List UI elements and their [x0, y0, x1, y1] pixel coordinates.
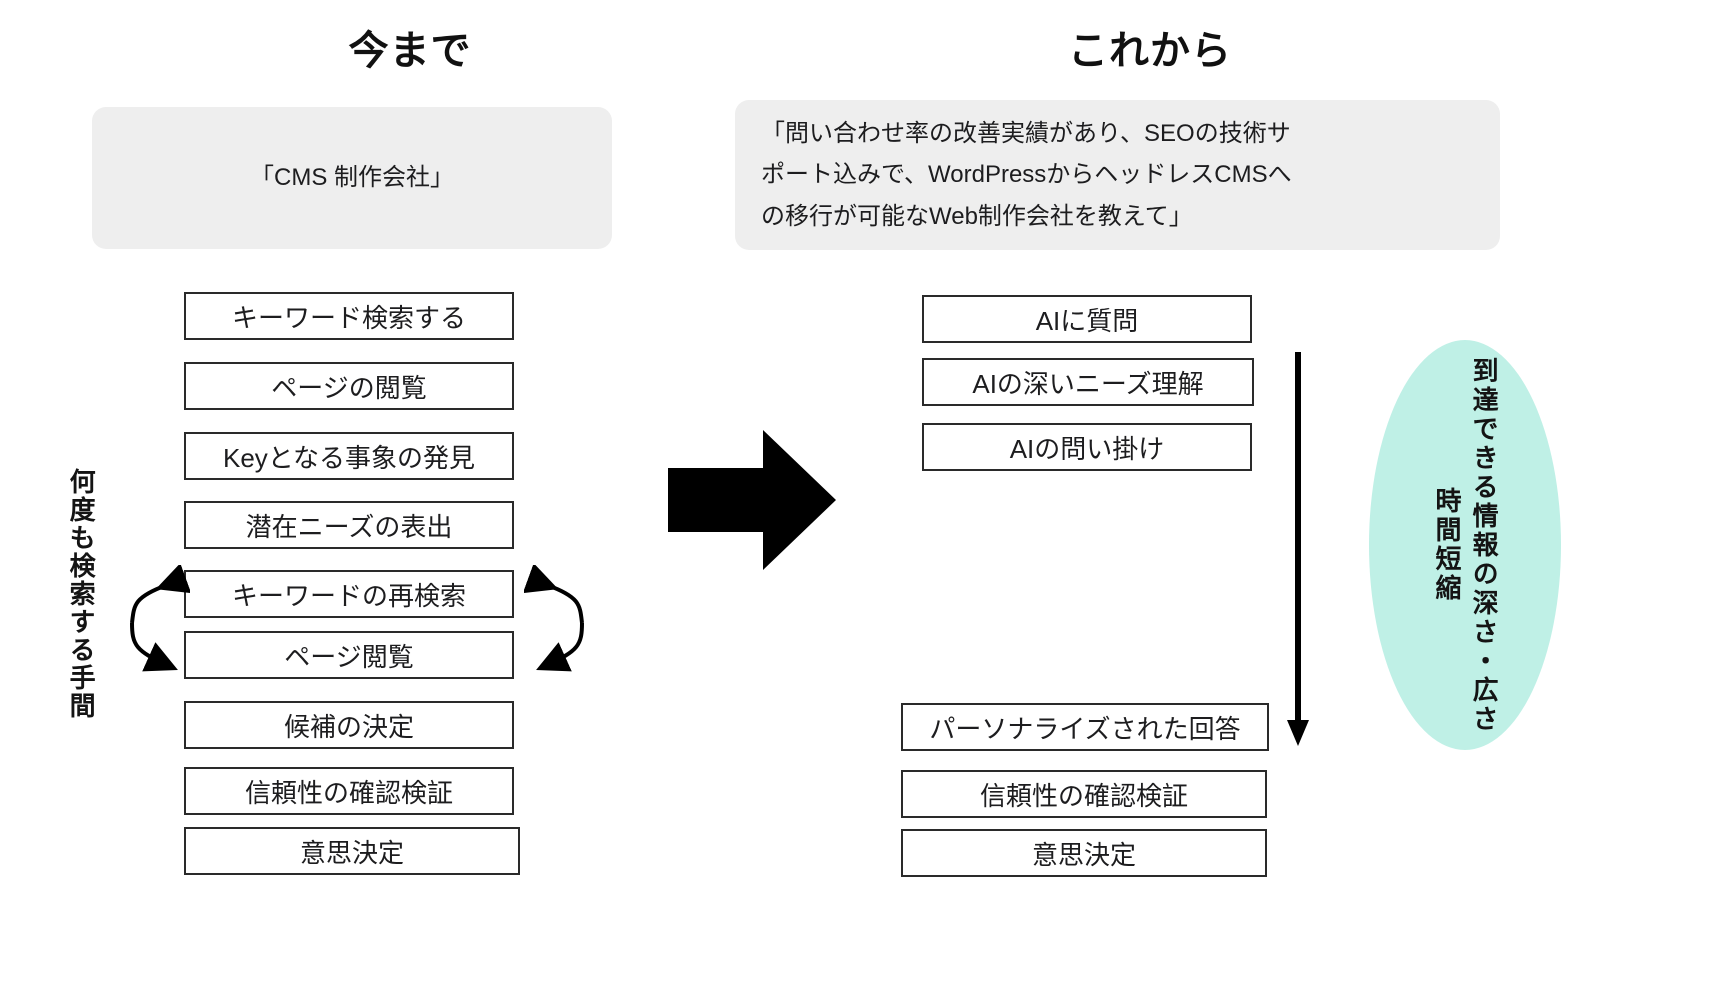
future-step-personalized-answer: パーソナライズされた回答 — [901, 703, 1269, 751]
repeated-search-effort-label: 何度も検索する手間 — [66, 468, 97, 720]
past-query-text: 「CMS 制作会社」 — [250, 164, 454, 192]
past-step-key-discovery: Keyとなる事象の発見 — [184, 432, 514, 480]
benefit-info-depth-label: 到達できる情報の深さ・広さ — [1469, 356, 1500, 734]
benefit-time-saving-label: 時間短縮 — [1432, 487, 1462, 603]
future-prompt-line-1: 「問い合わせ率の改善実績があり、SEOの技術サ — [761, 120, 1291, 148]
past-column-heading: 今まで — [348, 29, 472, 73]
future-step-final-decision: 意思決定 — [901, 829, 1267, 877]
past-step-keyword-research: キーワードの再検索 — [184, 570, 514, 618]
downward-progress-arrow-icon — [1287, 352, 1309, 746]
past-search-query-bubble: 「CMS 制作会社」 — [92, 107, 612, 249]
future-prompt-text: 「問い合わせ率の改善実績があり、SEOの技術サ ポート込みで、WordPress… — [761, 113, 1474, 237]
benefit-ellipse-labels: 時間短縮 到達できる情報の深さ・広さ — [1369, 340, 1561, 750]
past-step-keyword-search: キーワード検索する — [184, 292, 514, 340]
future-step-trust-verification: 信頼性の確認検証 — [901, 770, 1267, 818]
past-step-page-browse: ページ閲覧 — [184, 631, 514, 679]
benefit-ellipse-shape — [1369, 340, 1561, 750]
past-step-trust-verification: 信頼性の確認検証 — [184, 767, 514, 815]
future-ai-prompt-bubble: 「問い合わせ率の改善実績があり、SEOの技術サ ポート込みで、WordPress… — [735, 100, 1500, 250]
future-column-heading: これから — [1068, 29, 1232, 73]
future-step-ai-deep-needs: AIの深いニーズ理解 — [922, 358, 1254, 406]
future-step-ai-question: AIの問い掛け — [922, 423, 1252, 471]
past-step-final-decision: 意思決定 — [184, 827, 520, 875]
transition-arrow-icon — [668, 430, 836, 570]
past-step-candidate-decision: 候補の決定 — [184, 701, 514, 749]
future-prompt-line-3: の移行が可能なWeb制作会社を教えて」 — [761, 202, 1193, 230]
future-step-ask-ai: AIに質問 — [922, 295, 1252, 343]
future-prompt-line-2: ポート込みで、WordPressからヘッドレスCMSへ — [761, 161, 1292, 189]
past-step-latent-needs: 潜在ニーズの表出 — [184, 501, 514, 549]
right-loop-arrow-icon — [524, 565, 584, 672]
left-loop-arrow-icon — [130, 565, 190, 672]
past-step-page-view: ページの閲覧 — [184, 362, 514, 410]
